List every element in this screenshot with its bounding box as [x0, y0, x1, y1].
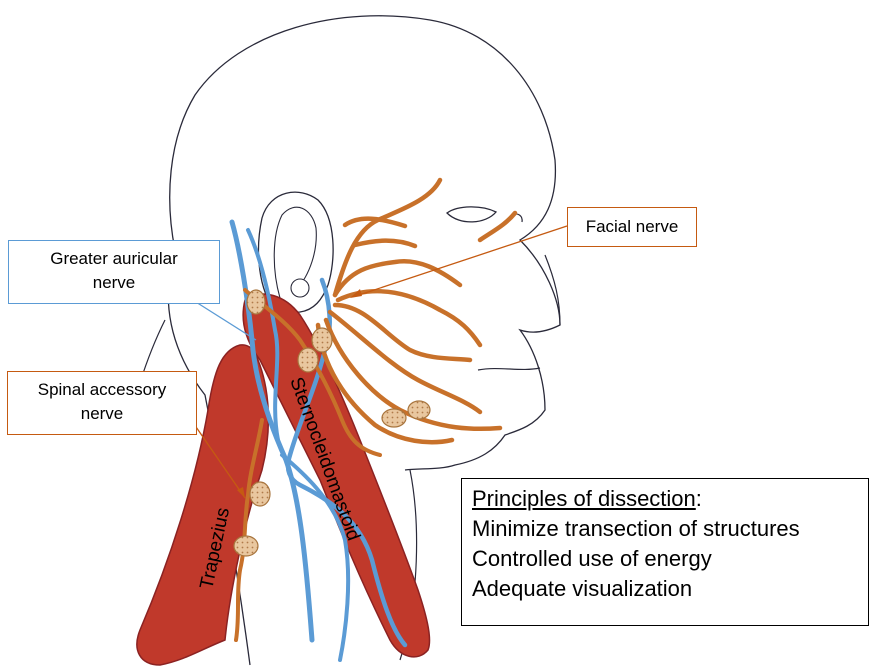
eye-outline: [447, 207, 496, 222]
facial-nerve-callout: Facial nerve: [567, 207, 697, 247]
spinal-accessory-callout: Spinal accessory nerve: [7, 371, 197, 435]
principles-heading-row: Principles of dissection:: [472, 484, 868, 514]
principle-item: Minimize transection of structures: [472, 514, 868, 544]
facial-nerve-label: Facial nerve: [568, 215, 696, 239]
principles-box: Principles of dissection: Minimize trans…: [461, 478, 869, 626]
greater-auricular-label-line2: nerve: [9, 271, 219, 295]
spinal-accessory-label-line2: nerve: [8, 402, 196, 426]
principle-item: Adequate visualization: [472, 574, 868, 604]
greater-auricular-callout: Greater auricular nerve: [8, 240, 220, 304]
principle-item: Controlled use of energy: [472, 544, 868, 574]
ear-canal: [291, 279, 309, 297]
principles-heading-colon: :: [696, 486, 702, 511]
principles-heading: Principles of dissection: [472, 486, 696, 511]
spinal-accessory-label-line1: Spinal accessory: [8, 378, 196, 402]
greater-auricular-label-line1: Greater auricular: [9, 247, 219, 271]
mouth-line: [478, 368, 540, 370]
